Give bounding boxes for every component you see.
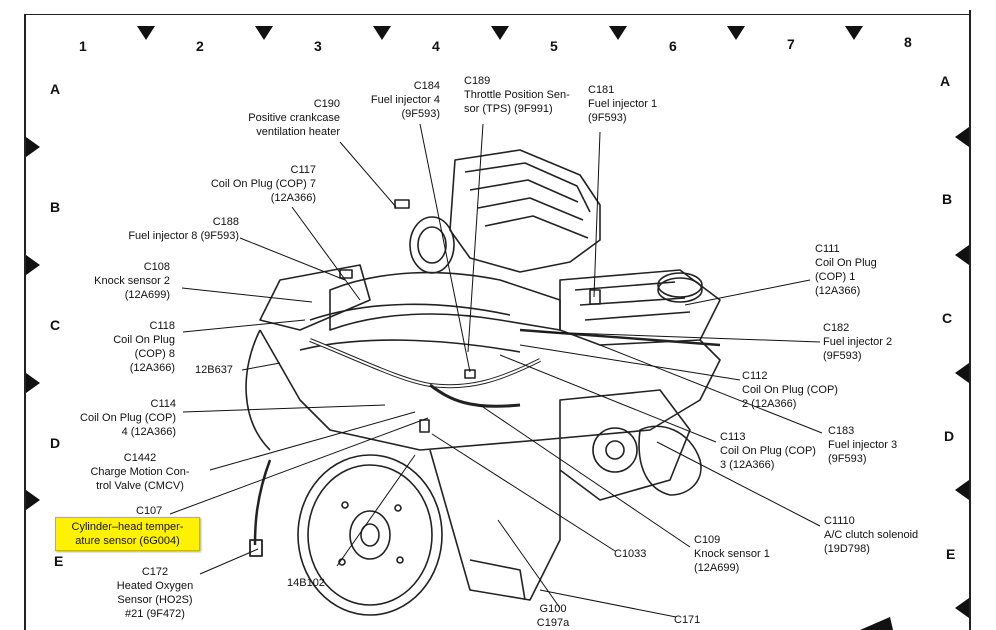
grid-col-1: 1 — [79, 38, 87, 54]
highlight-cylinder-head-temp-sensor: Cylinder–head temper- ature sensor (6G00… — [55, 517, 200, 551]
callout-c183: C183 Fuel injector 3 (9F593) — [828, 425, 898, 465]
callout-c107: C107 — [136, 505, 163, 517]
grid-row-left-d: D — [50, 435, 61, 451]
callout-c111: C111 Coil On Plug (COP) 1 (12A366) — [815, 243, 877, 297]
callout-c184: C184 Fuel injector 4 (9F593) — [370, 80, 440, 120]
grid-col-3: 3 — [314, 38, 322, 54]
grid-col-5: 5 — [550, 38, 558, 54]
grid-col-7: 7 — [787, 36, 795, 52]
right-border — [969, 10, 971, 630]
grid-col-4: 4 — [432, 38, 440, 54]
grid-row-right-d: D — [944, 428, 955, 444]
grid-col-2: 2 — [196, 38, 204, 54]
callout-c190: C190 Positive crankcase ventilation heat… — [248, 98, 340, 138]
callout-14b102: 14B102 — [287, 577, 325, 589]
grid-row-right-c: C — [942, 310, 953, 326]
callout-c114: C114 Coil On Plug (COP) 4 (12A366) — [80, 398, 176, 438]
callout-12b637: 12B637 — [195, 364, 233, 376]
callout-c1033: C1033 — [614, 548, 647, 560]
callout-c118: C118 Coil On Plug (COP) 8 (12A366) — [113, 320, 175, 374]
callout-c189: C189 Throttle Position Sen- sor (TPS) (9… — [464, 75, 570, 115]
callout-c188: C188 Fuel injector 8 (9F593) — [128, 216, 239, 242]
callout-c108: C108 Knock sensor 2 (12A699) — [94, 261, 170, 301]
callout-c172: C172 Heated Oxygen Sensor (HO2S) #21 (9F… — [116, 566, 194, 620]
grid-row-left-c: C — [50, 317, 61, 333]
grid-row-right-b: B — [942, 191, 953, 207]
callout-c109: C109 Knock sensor 1 (12A699) — [694, 534, 770, 574]
callout-c182: C182 Fuel injector 2 (9F593) — [823, 322, 893, 362]
grid-col-6: 6 — [669, 38, 677, 54]
grid-row-right-e: E — [946, 546, 956, 562]
top-border — [24, 14, 971, 15]
callout-c113: C113 Coil On Plug (COP) 3 (12A366) — [720, 431, 816, 471]
callout-g100: G100 C197a — [536, 603, 570, 629]
grid-row-right-a: A — [940, 73, 951, 89]
callout-c112: C112 Coil On Plug (COP) 2 (12A366) — [742, 370, 838, 410]
callout-c171: C171 — [674, 614, 701, 626]
grid-row-left-e: E — [54, 553, 64, 569]
grid-row-left-b: B — [50, 199, 61, 215]
callout-c181: C181 Fuel injector 1 (9F593) — [588, 84, 658, 124]
callout-c117: C117 Coil On Plug (COP) 7 (12A366) — [210, 164, 316, 204]
left-border — [24, 14, 26, 630]
callout-c1442: C1442 Charge Motion Con- trol Valve (CMC… — [90, 452, 190, 492]
callout-c1110: C1110 A/C clutch solenoid (19D798) — [824, 515, 919, 555]
grid-col-8: 8 — [904, 34, 912, 50]
grid-row-left-a: A — [50, 81, 61, 97]
